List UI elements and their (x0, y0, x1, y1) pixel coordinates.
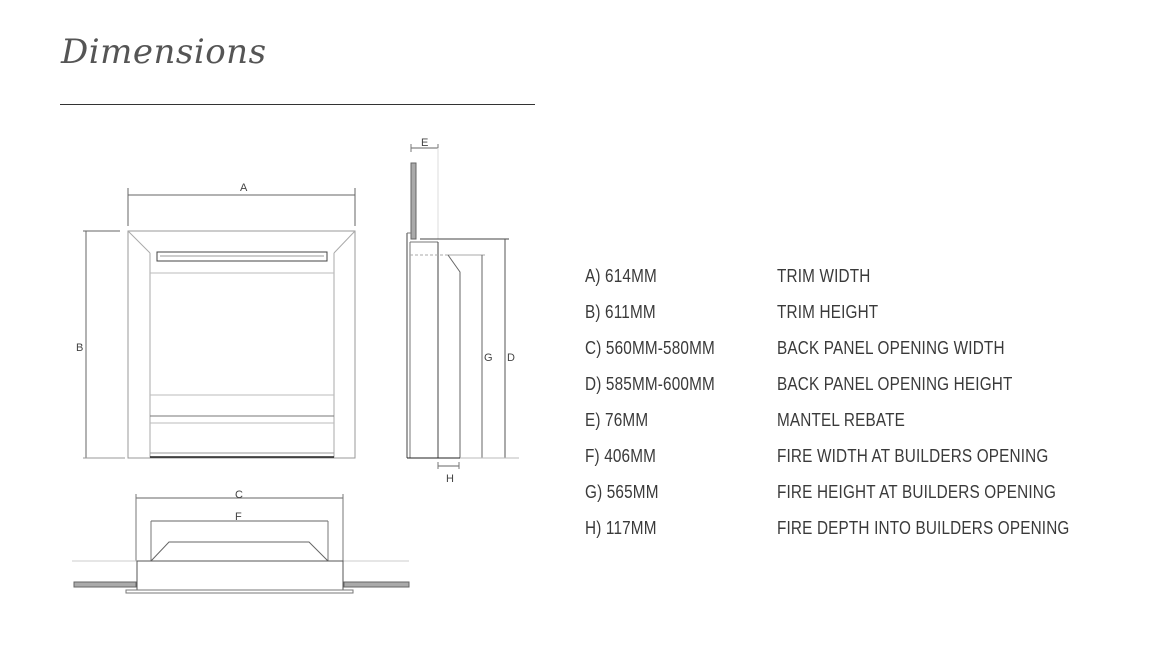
front-view (83, 188, 356, 459)
spec-row-e: E) 76MM MANTEL REBATE (585, 402, 1121, 438)
spec-description: FIRE WIDTH AT BUILDERS OPENING (777, 445, 1049, 466)
spec-description: BACK PANEL OPENING WIDTH (777, 337, 1005, 358)
spec-description: TRIM HEIGHT (777, 301, 879, 322)
label-d: D (507, 352, 515, 364)
spec-row-f: F) 406MM FIRE WIDTH AT BUILDERS OPENING (585, 438, 1121, 474)
spec-code: H) 117MM (585, 517, 657, 538)
spec-description: FIRE DEPTH INTO BUILDERS OPENING (777, 517, 1070, 538)
spec-code: C) 560MM-580MM (585, 337, 715, 358)
label-c: C (235, 489, 243, 501)
label-f: F (235, 511, 242, 523)
spec-code: D) 585MM-600MM (585, 373, 715, 394)
spec-code: F) 406MM (585, 445, 657, 466)
spec-description: MANTEL REBATE (777, 409, 906, 430)
side-view (406, 144, 519, 469)
spec-row-b: B) 611MM TRIM HEIGHT (585, 294, 1121, 330)
spec-code: A) 614MM (585, 265, 657, 286)
spec-code: G) 565MM (585, 481, 659, 502)
spec-row-a: A) 614MM TRIM WIDTH (585, 258, 1121, 294)
label-h: H (446, 473, 454, 485)
spec-row-c: C) 560MM-580MM BACK PANEL OPENING WIDTH (585, 330, 1121, 366)
page-title: Dimensions (61, 32, 267, 72)
spec-row-d: D) 585MM-600MM BACK PANEL OPENING HEIGHT (585, 366, 1121, 402)
spec-row-g: G) 565MM FIRE HEIGHT AT BUILDERS OPENING (585, 474, 1121, 510)
label-b: B (76, 342, 83, 354)
spec-code: E) 76MM (585, 409, 649, 430)
title-divider (60, 104, 535, 105)
top-view (72, 494, 410, 594)
spec-description: BACK PANEL OPENING HEIGHT (777, 373, 1013, 394)
spec-code: B) 611MM (585, 301, 656, 322)
spec-description: FIRE HEIGHT AT BUILDERS OPENING (777, 481, 1057, 502)
dimension-specs-list: A) 614MM TRIM WIDTH B) 611MM TRIM HEIGHT C… (585, 258, 1121, 546)
label-g: G (484, 352, 493, 364)
spec-description: TRIM WIDTH (777, 265, 871, 286)
label-a: A (240, 182, 248, 194)
spec-row-h: H) 117MM FIRE DEPTH INTO BUILDERS OPENING (585, 510, 1121, 546)
label-e: E (421, 137, 428, 149)
